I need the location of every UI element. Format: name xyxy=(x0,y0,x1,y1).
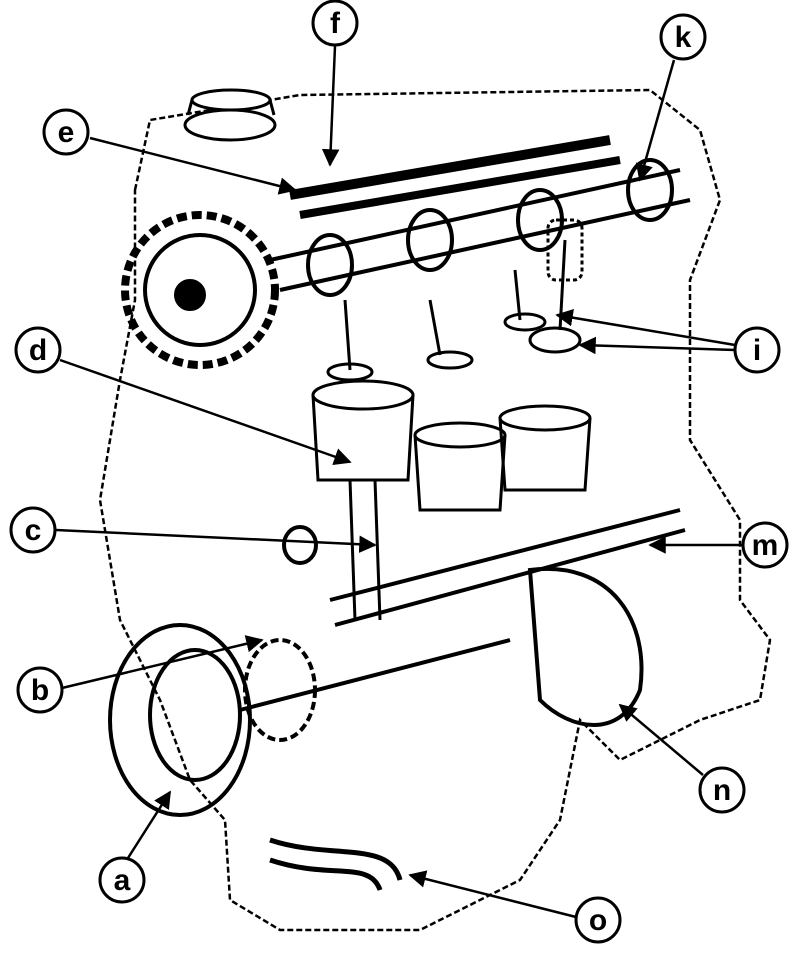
camshaft xyxy=(269,135,691,297)
svg-text:e: e xyxy=(58,116,75,149)
pulley xyxy=(108,623,317,817)
svg-text:k: k xyxy=(675,21,692,54)
svg-text:m: m xyxy=(752,529,779,562)
engine-block xyxy=(98,88,772,932)
pistons xyxy=(311,379,592,621)
label-f: f xyxy=(311,0,359,47)
svg-text:d: d xyxy=(29,334,47,367)
label-m: m xyxy=(741,521,789,569)
label-d: d xyxy=(14,326,62,374)
label-o: o xyxy=(574,896,622,944)
svg-text:i: i xyxy=(753,334,761,367)
timing-gear xyxy=(121,211,279,369)
oil-pickup xyxy=(269,837,403,891)
svg-text:o: o xyxy=(589,904,607,937)
leader-arrows xyxy=(55,45,742,919)
label-k: k xyxy=(659,13,707,61)
svg-text:c: c xyxy=(25,514,42,547)
svg-text:n: n xyxy=(713,774,731,807)
label-c: c xyxy=(9,506,57,554)
label-i: i xyxy=(733,326,781,374)
svg-text:f: f xyxy=(330,7,341,40)
label-e: e xyxy=(42,108,90,156)
crankshaft xyxy=(239,508,686,727)
svg-text:b: b xyxy=(31,674,49,707)
valves xyxy=(326,218,584,382)
label-b: b xyxy=(16,666,64,714)
oil-filler-cap xyxy=(183,88,277,142)
svg-text:a: a xyxy=(114,864,131,897)
label-n: n xyxy=(698,766,746,814)
label-a: a xyxy=(98,856,146,904)
